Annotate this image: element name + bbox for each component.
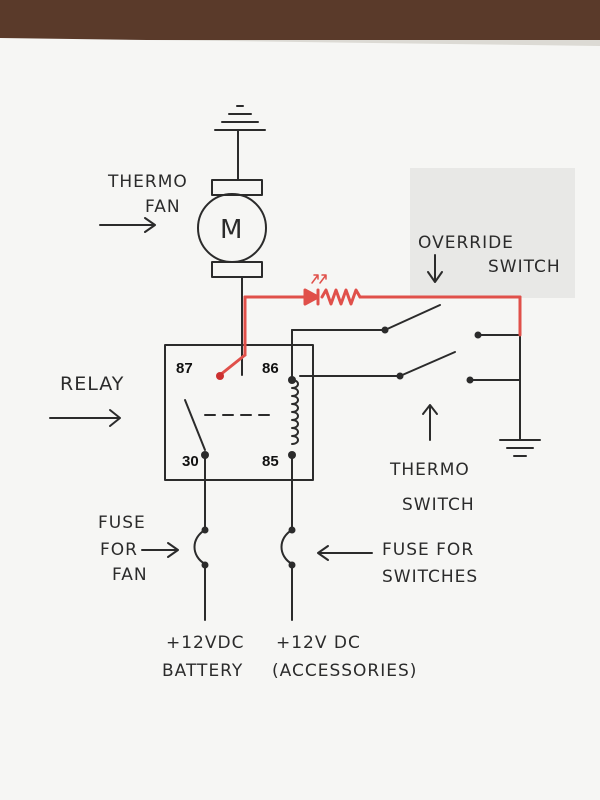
arrow-fuse-switches [317, 545, 373, 561]
fan-fuse-wire [193, 454, 206, 621]
fuse-for-fan-label-line1: FUSE [98, 513, 146, 533]
arrow-thermo-fan [99, 217, 156, 233]
thermo-fan-label-line1: THERMO [107, 172, 188, 192]
ground-symbol-top [214, 105, 266, 181]
terminal-dots [201, 326, 482, 569]
fuse-for-fan-label-line3: FAN [112, 565, 148, 585]
fuse-for-switches-label-line1: FUSE FOR [382, 540, 474, 560]
pin-87-label: 87 [176, 360, 193, 377]
accessories-label-line2: (ACCESSORIES) [272, 661, 417, 681]
terminal-87-dot [216, 372, 224, 380]
arrow-override [427, 254, 443, 283]
thermo-switch-label-line1: THERMO [389, 460, 470, 480]
accessories-label-line1: +12V DC [276, 633, 361, 653]
override-switch-label-line1: OVERRIDE [418, 233, 514, 253]
pin-85-label: 85 [262, 453, 279, 470]
battery-label-line2: BATTERY [162, 661, 243, 681]
pin-86-label: 86 [262, 360, 279, 377]
fuse-for-fan-label-line2: FOR [100, 540, 138, 560]
relay-box [164, 344, 314, 481]
override-red-wire [218, 274, 522, 377]
pin-30-label: 30 [182, 453, 199, 470]
relay-label: RELAY [60, 373, 124, 395]
fuse-for-switches-label-line2: SWITCHES [382, 567, 478, 587]
battery-label-line1: +12VDC [166, 633, 244, 653]
thermo-switch-label-line2: SWITCH [402, 495, 475, 515]
override-switch-label-line2: SWITCH [488, 257, 561, 277]
motor-symbol [197, 179, 267, 376]
motor-label: M [220, 215, 243, 245]
arrow-thermo-switch [422, 404, 438, 441]
thermo-fan-label-line2: FAN [145, 197, 181, 217]
table-edge [0, 0, 600, 40]
paper-shading [410, 168, 575, 298]
arrow-fuse-fan [141, 542, 179, 558]
ground-symbol-right [499, 439, 541, 457]
switch-fuse-wire [280, 454, 293, 621]
arrow-relay [49, 409, 121, 427]
control-wire [291, 304, 521, 441]
